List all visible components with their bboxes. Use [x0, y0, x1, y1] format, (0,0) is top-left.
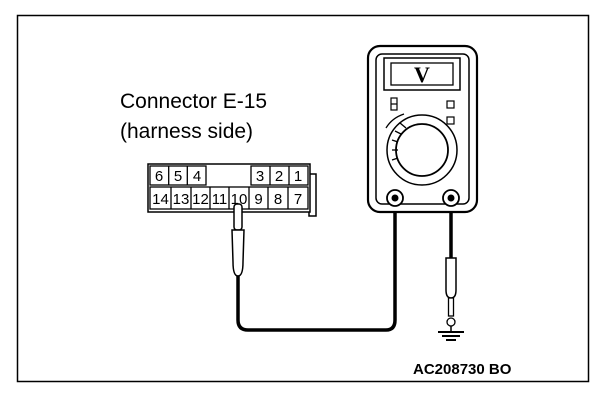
terminal-left: [386, 189, 404, 207]
pin-11: 11: [212, 191, 228, 208]
pin-4: 4: [193, 168, 201, 185]
pin-6: 6: [155, 168, 163, 185]
probe-positive: [231, 203, 245, 277]
pin-9: 9: [254, 191, 262, 208]
pin-1: 1: [294, 168, 302, 185]
lead-wire-positive: [236, 202, 397, 332]
pin-13: 13: [173, 191, 190, 208]
top-row-left-frame: [149, 165, 207, 186]
connector-title: Connector E-15: [120, 90, 267, 113]
connector-subtitle: (harness side): [120, 120, 253, 143]
pin-7: 7: [294, 191, 302, 208]
button-right-top: [446, 100, 455, 109]
display-symbol: V: [414, 62, 430, 87]
pin-12: 12: [192, 191, 209, 208]
ground-icon: [438, 326, 464, 341]
range-dial: [385, 113, 458, 186]
button-right-bottom: [446, 116, 455, 125]
pin-5: 5: [174, 168, 182, 185]
pin-3: 3: [256, 168, 264, 185]
figure-code: AC208730 BO: [413, 361, 512, 378]
pin-2: 2: [275, 168, 283, 185]
multimeter-display: [390, 62, 454, 86]
probe-ground: [445, 257, 457, 327]
connector-e15: 6 5 4 3 2 1 14 13 12 11 10 9 8 7: [147, 163, 317, 217]
pin-8: 8: [274, 191, 282, 208]
terminal-right: [442, 189, 460, 207]
top-row-right-frame: [250, 165, 309, 186]
figure-border: [16, 14, 590, 383]
pin-14: 14: [152, 191, 169, 208]
multimeter: V: [366, 44, 479, 214]
